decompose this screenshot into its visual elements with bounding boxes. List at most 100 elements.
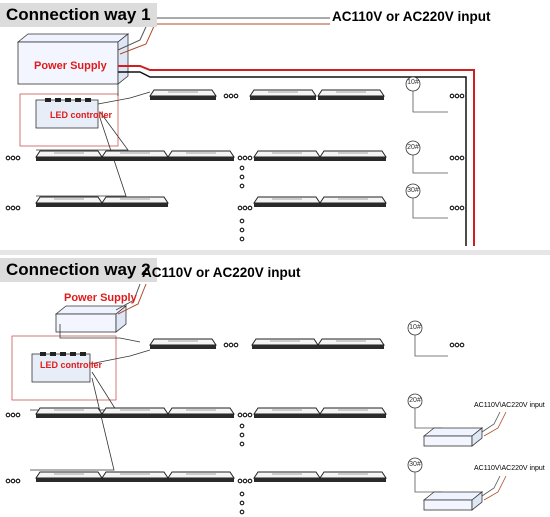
section2-group-label-2: 20# <box>409 397 421 404</box>
ellipsis-dot <box>449 205 455 211</box>
led-module-base <box>318 96 384 100</box>
ac-input-wire <box>483 411 507 437</box>
ellipsis-dot <box>247 155 253 161</box>
section2-extra-input-label-2: AC110V\AC220V input <box>474 465 545 472</box>
ellipsis-dot <box>242 412 248 418</box>
ellipsis-dot <box>459 342 465 348</box>
ellipsis-dot <box>233 342 239 348</box>
power-supply-box-2-top <box>54 305 128 315</box>
section1-group-label-3: 30# <box>407 187 419 194</box>
ac-input-wire <box>119 23 330 55</box>
controller-port <box>80 352 86 356</box>
led-module <box>317 338 385 346</box>
vertical-ellipsis-dot <box>239 174 245 180</box>
ac-input-wire <box>115 283 141 311</box>
vertical-ellipsis-dot <box>239 183 245 189</box>
ellipsis-dot <box>228 342 234 348</box>
led-module <box>101 471 169 479</box>
ellipsis-dot <box>454 205 460 211</box>
led-module <box>167 471 235 479</box>
led-module <box>253 196 321 204</box>
led-module-base <box>252 345 318 349</box>
controller-port <box>40 352 46 356</box>
led-module-base <box>150 345 216 349</box>
ellipsis-dot <box>15 412 21 418</box>
ellipsis-dot <box>459 93 465 99</box>
ellipsis-dot <box>247 412 253 418</box>
ellipsis-dot <box>449 93 455 99</box>
section2-power-supply-label: Power Supply <box>64 292 137 304</box>
led-module-base <box>320 203 386 207</box>
ellipsis-dot <box>10 155 16 161</box>
led-module <box>319 471 387 479</box>
led-module-base <box>168 478 234 482</box>
led-module-base <box>102 478 168 482</box>
led-module-base <box>36 414 102 418</box>
section1-title: Connection way 1 <box>0 3 157 27</box>
ellipsis-dot <box>223 342 229 348</box>
signal-wire <box>59 324 141 343</box>
section1-group-label-1: 10# <box>407 79 419 86</box>
group-feed-wire <box>412 198 448 219</box>
led-module <box>253 407 321 415</box>
led-module <box>317 89 385 97</box>
group-feed-wire <box>412 155 448 174</box>
led-module-base <box>168 157 234 161</box>
ellipsis-dot <box>15 478 21 484</box>
section1-power-supply-label: Power Supply <box>34 60 107 72</box>
section2-extra-input-label-1: AC110V\AC220V input <box>474 402 545 409</box>
ellipsis-dot <box>15 155 21 161</box>
signal-wire <box>97 91 151 105</box>
extra-power-supply-1-side <box>471 427 483 447</box>
extra-power-supply-2-side <box>471 491 483 511</box>
led-module-base <box>254 414 320 418</box>
led-module-base <box>102 157 168 161</box>
group-feed-wire <box>414 335 448 357</box>
signal-wire <box>30 377 115 471</box>
ellipsis-dot <box>228 93 234 99</box>
ellipsis-dot <box>247 478 253 484</box>
ellipsis-dot <box>449 342 455 348</box>
led-module <box>149 338 217 346</box>
led-module <box>35 150 103 158</box>
ellipsis-dot <box>237 155 243 161</box>
section2-group-label-3: 30# <box>409 461 421 468</box>
led-module <box>253 471 321 479</box>
section1-input-label: AC110V or AC220V input <box>332 9 491 24</box>
section2-group-label-1: 10# <box>409 324 421 331</box>
ellipsis-dot <box>5 155 11 161</box>
controller-port <box>75 98 81 102</box>
section1-group-label-2: 20# <box>407 144 419 151</box>
led-module-base <box>36 157 102 161</box>
led-module <box>35 471 103 479</box>
vertical-ellipsis-dot <box>239 441 245 447</box>
signal-wire <box>36 111 129 151</box>
group-feed-wire <box>412 91 448 113</box>
led-module <box>101 196 169 204</box>
vertical-ellipsis-dot <box>239 227 245 233</box>
section1-controller-label: LED controller <box>50 110 113 120</box>
led-module-base <box>250 96 316 100</box>
ellipsis-dot <box>242 478 248 484</box>
section2-title: Connection way 2 <box>0 258 157 282</box>
led-module-base <box>102 203 168 207</box>
ellipsis-dot <box>459 205 465 211</box>
ellipsis-dot <box>15 205 21 211</box>
ellipsis-dot <box>5 478 11 484</box>
vertical-ellipsis-dot <box>239 432 245 438</box>
power-supply-box-2-front <box>55 313 117 333</box>
led-module <box>167 407 235 415</box>
group-feed-wire <box>414 408 442 429</box>
led-module-base <box>254 203 320 207</box>
controller-port <box>65 98 71 102</box>
led-module-base <box>150 96 216 100</box>
ac-input-wire <box>483 475 507 501</box>
controller-outline <box>11 335 117 401</box>
led-module-base <box>320 157 386 161</box>
ellipsis-dot <box>237 478 243 484</box>
led-module-base <box>36 203 102 207</box>
led-module <box>319 150 387 158</box>
led-module <box>149 89 217 97</box>
led-module <box>251 338 319 346</box>
ellipsis-dot <box>242 155 248 161</box>
